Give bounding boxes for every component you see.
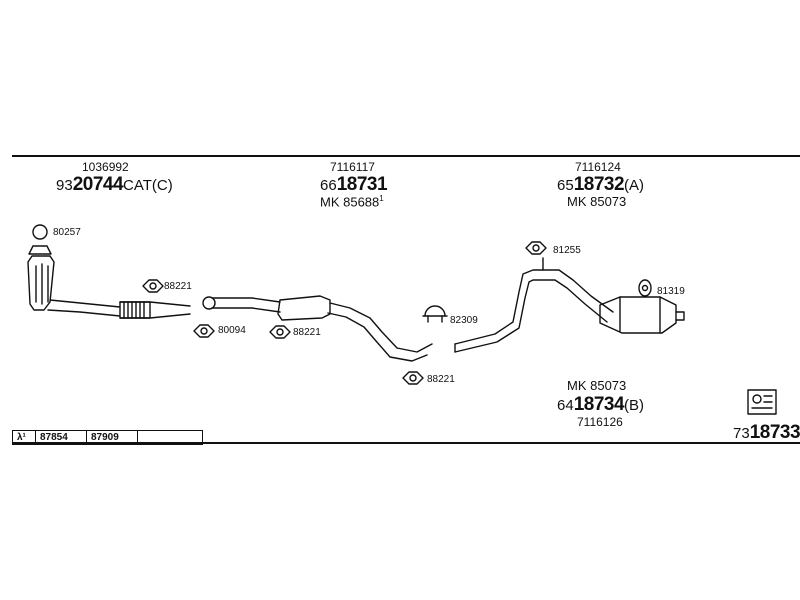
part-number-rear-muffler: 6418734(B) [557,394,645,415]
part-number-front-pipe: 6618731 [320,174,388,195]
oe-number-rear-muffler: 7116126 [577,415,623,429]
part-number-catalyst: 9320744CAT(C) [56,174,173,195]
hanger-icon [638,279,652,297]
tag-81319: 81319 [657,286,685,297]
lambda-value-2: 87909 [87,431,138,444]
front-pipe-icon [119,301,191,319]
tag-88221-c: 88221 [427,374,455,385]
middle-pipe-icon [202,295,433,362]
oe-number-front-pipe: 7116117 [330,160,375,174]
oe-number-rear-pipe: 7116124 [575,160,621,174]
part-number-rear-pipe: 6518732(A) [557,174,645,195]
ring-icon [32,224,48,240]
mk-number-rear-pipe: MK 85073 [567,194,627,209]
kit-number: 7318733 [733,422,800,443]
clamp-icon [422,305,448,323]
tag-88221-a: 88221 [164,281,192,292]
catalyst-icon [27,245,121,317]
tag-88221-b: 88221 [293,327,321,338]
tag-80257: 80257 [53,227,81,238]
gasket-icon [402,371,424,385]
rear-pipe-icon [454,269,614,353]
header-rule [12,155,800,157]
gasket-icon [525,241,547,271]
oe-number-catalyst: 1036992 [82,160,129,174]
lambda-symbol: λ¹ [13,431,36,444]
gasket-icon [193,324,215,338]
mk-number-rear-muffler: MK 85073 [567,378,627,393]
gasket-icon [142,279,164,293]
footer-rule [12,442,800,444]
mk-number-front-pipe: MK 856881 [320,194,384,210]
parts-box-icon [747,389,777,415]
tag-82309: 82309 [450,315,478,326]
lambda-value-1: 87854 [36,431,87,444]
muffler-icon [599,296,685,334]
tag-81255: 81255 [553,245,581,256]
tag-80094: 80094 [218,325,246,336]
gasket-icon [269,325,291,339]
lambda-sensor-box: λ¹ 87854 87909 [12,430,203,445]
